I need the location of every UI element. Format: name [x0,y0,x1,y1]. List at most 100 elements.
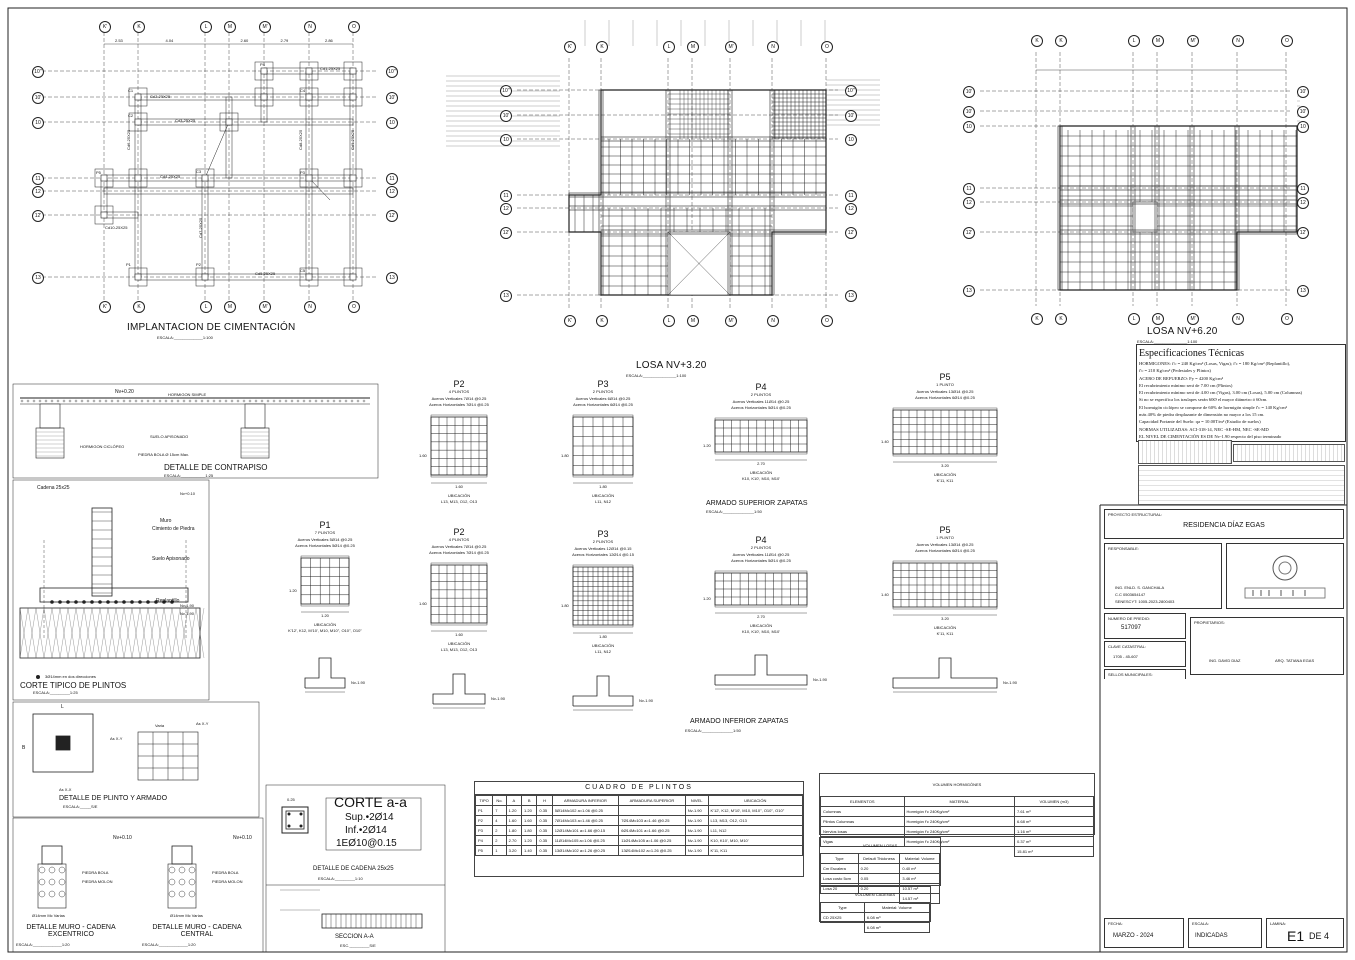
contrapiso-cadena [39,403,61,429]
tb-lamina-de: DE 4 [1309,931,1330,941]
zap-sup-p2-count: 4 PLINTOS [448,389,470,394]
aggregate [164,399,168,403]
zap-sup-p3-name: P3 [597,379,609,389]
foundation-beam-label: Cd9-25X25 [350,129,355,150]
rebar-dot [122,600,126,604]
plinto-detail-l: L [61,704,64,710]
table-header-cell: VOLUMEN (m3) [1014,796,1094,807]
slab2-row-bubble-right: 10' [1297,86,1309,98]
muro-stone [48,890,56,898]
zap-inf-p3-width: 1.80 [599,634,607,639]
zap-inf-p4-height: 1.20 [703,596,711,601]
column [201,273,209,281]
found-dim: 2.53 [115,38,123,43]
volumen-horm-title: VOLUMEN HORMIGÓNES [932,782,982,787]
rebar-dot [170,600,174,604]
muro-stone [178,866,186,874]
zap-inf-p1-count: 7 PLINTOS [314,530,336,535]
aggregate [158,399,162,403]
table-cell [618,805,686,816]
table-cell: 12Ø14Mc101 a=1.66 @0.15 [551,825,620,836]
line [139,607,149,659]
line [59,607,69,659]
table-cell: 2 [492,835,507,846]
corte-plinto-level-2: Nv-1.90 [180,603,195,608]
table-cell: Hormigón f'c 240Kg/cm² [903,816,1016,827]
aggregate [218,399,222,403]
line [308,177,331,201]
contrapiso-cadena [244,403,266,429]
slab1-beam [727,89,733,296]
table-cell: 13Ø14Mc102 a=1.26 @0.25 [618,845,686,856]
slab1-col-bubble-top: N [767,41,779,53]
zap-inf-p4-count: 2 PLINTOS [750,545,772,550]
corte-aa-frame [265,784,446,953]
line [163,607,173,659]
zap-sup-p4-width: 2.70 [757,461,765,466]
slab1-col-bubble-top: M [687,41,699,53]
corte-plinto-cimiento: Cimiento de Piedra [152,526,195,532]
muro-cen-label-2: PIEDRA MOLON [212,879,243,884]
found-col-bubble-top: K [133,21,145,33]
slab-3-20-plan [446,20,880,308]
muro-exc-title: DETALLE MURO - CADENA EXCENTRICO [26,924,116,938]
table-header-cell: Type [820,902,865,913]
muro-stone [168,878,176,886]
aggregate [32,399,36,403]
slab2-row-bubble-left: 11 [963,183,975,195]
line [187,607,197,659]
muro-stone [58,866,66,874]
contrapiso-title: DETALLE DE CONTRAPISO [164,463,268,472]
muro-cadena [41,845,63,865]
zap-inf-p4-ubic: K10, K10', M10, M10' [742,629,780,634]
line [27,607,37,659]
muro-stone [178,878,186,886]
rebar-dot [90,600,94,604]
table-cell: 0.35 [536,815,553,826]
zap-inf-p1-outline-rebar [300,555,350,607]
cadena-title: DETALLE DE CADENA 25x25 [313,866,394,872]
slab1-col-bubble-top: L [663,41,675,53]
slab1-col-bubble-bottom: K' [564,315,576,327]
rebar-dot [146,600,150,604]
tb-fecha: FECHA: MARZO - 2024 [1104,918,1184,948]
zap-sup-p3-ubic: L11, N12 [595,499,611,504]
aggregate [212,399,216,403]
table-header-cell: ARMADURA INFERIOR [551,795,620,806]
zap-sup-p4-count: 2 PLINTOS [750,392,772,397]
table-header-cell: Default Thickness [857,853,901,864]
table-cell: 1.40 [521,845,538,856]
aggregate [146,399,150,403]
zap-inf-p5-name: P5 [939,525,951,535]
tb-resp-1: ING. ENLD. S. GANCHALA [1115,585,1165,590]
aggregate [332,399,336,403]
column [349,67,357,75]
table-cell: 13Ø14Mc102 a=1.26 @0.25 [551,845,620,856]
especificaciones: Especificaciones Técnicas HORMIGONES: f'… [1136,344,1346,442]
rebar-dot [50,600,54,604]
slab1-row-bubble-left: 10' [500,110,512,122]
aggregate [254,399,258,403]
note-box-1 [1138,440,1232,464]
spec-line: ACERO DE REFUERZO: Fy = 4200 Kg/cm² [1139,375,1224,381]
zap-inf-p5-width: 3.20 [941,616,949,621]
found-row-bubble-right: 10'' [386,66,398,78]
slab1-beam [769,89,775,296]
table-cell: 1.60 [505,815,523,826]
zap-inf-p5-hsteel: Aceros Horizontales 6Ø14 @0.25 [915,548,975,553]
foundation-beam-label: Cd3-25X25 [175,118,196,123]
table-total-row: 15.81 m³ [821,846,1094,857]
spec-line: HORMIGONES: f'c = 240 Kg/cm² (Losas, Vig… [1139,361,1291,366]
company-logo-icon [1244,555,1326,599]
slab1-beam [665,89,671,296]
muro-cimiento [167,863,197,909]
table-cell: 7 [492,805,507,816]
table-cell: 4 [492,815,507,826]
slab2-row-bubble-right: 12' [1297,227,1309,239]
